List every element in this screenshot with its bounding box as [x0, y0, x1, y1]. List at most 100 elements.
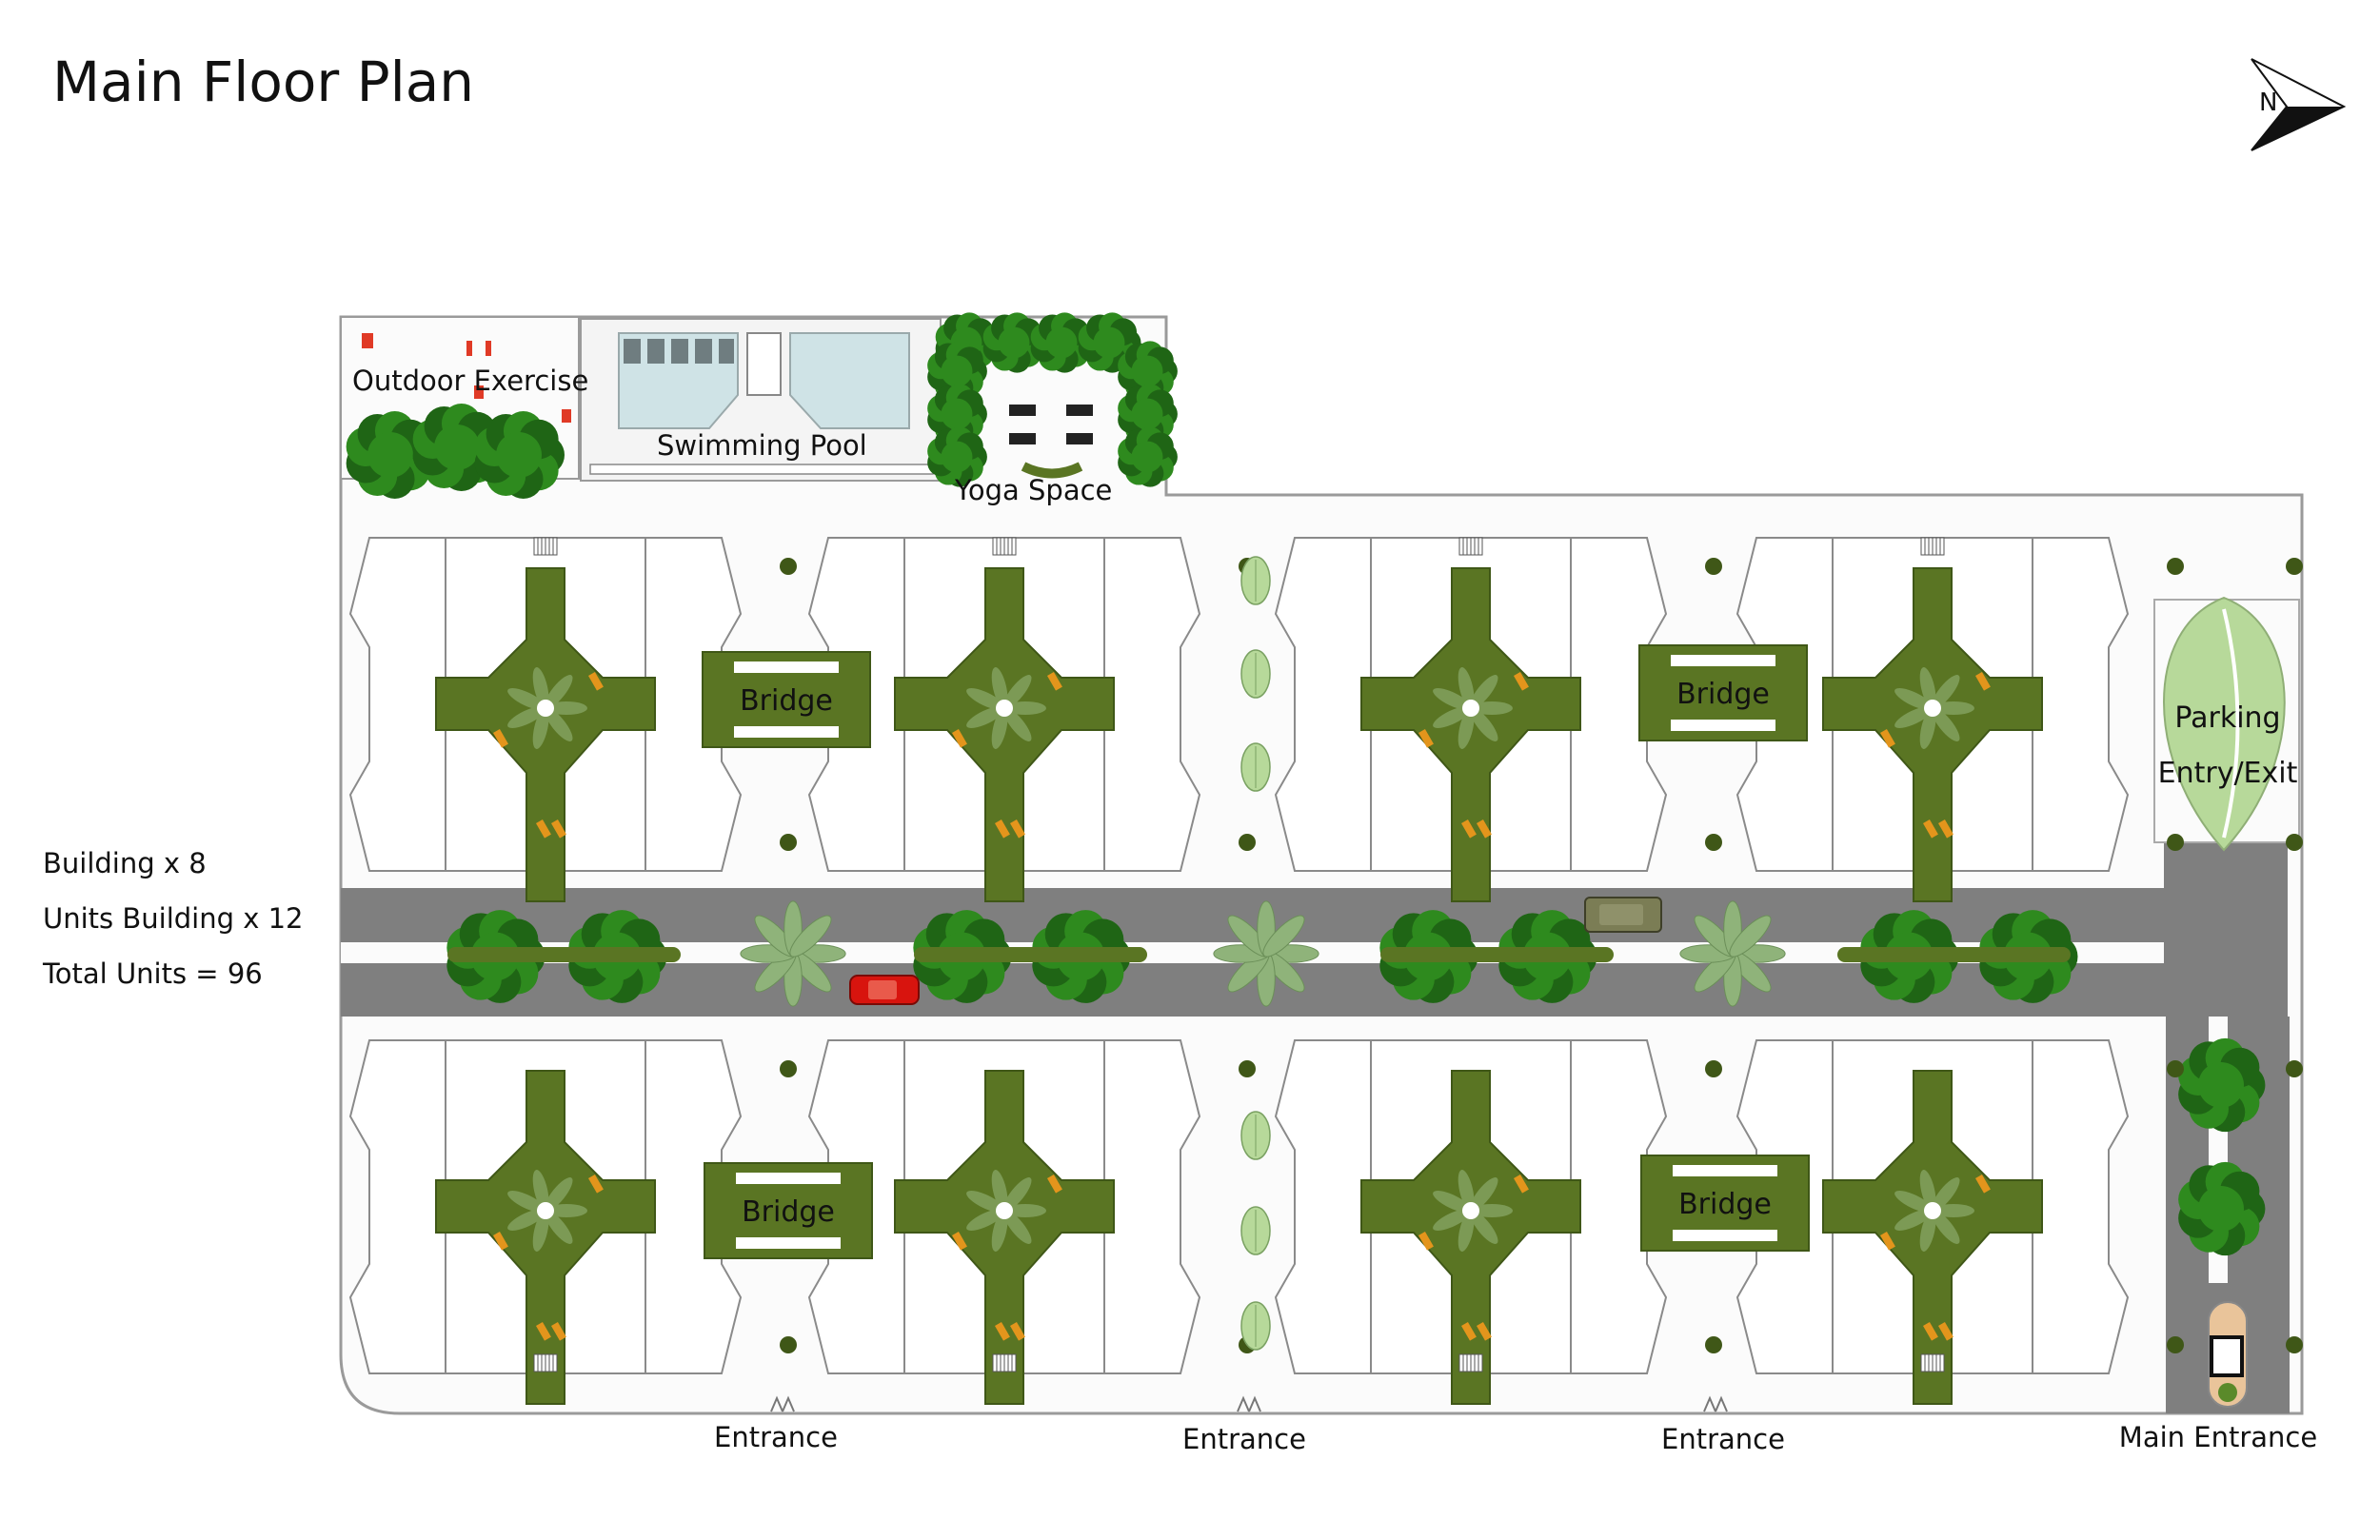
stair-icon [1920, 537, 1945, 556]
bench-icon [1477, 1322, 1492, 1341]
palm-leaf [1931, 675, 1960, 709]
bench-icon [1975, 671, 1991, 691]
leaf-planter-icon [1240, 1206, 1271, 1255]
outdoor-exercise-label: Outdoor Exercise [352, 365, 588, 397]
apartment-building [1274, 1039, 1841, 1405]
palm-leaf [1471, 1204, 1513, 1217]
parking-connector-road [2164, 842, 2288, 1017]
parking-entry-exit [2153, 596, 2300, 852]
palm-leaf [507, 706, 546, 728]
leaf-planter-icon [1240, 556, 1271, 605]
palm-leaf [1433, 706, 1472, 728]
apartment-building [1735, 537, 2303, 902]
shrub-icon [2286, 1060, 2303, 1077]
palm-leaf [991, 667, 1008, 709]
shrub-icon [2286, 558, 2303, 575]
stat-total-units: Total Units = 96 [43, 958, 263, 990]
bench-icon [535, 1322, 551, 1341]
palm-leaf [1919, 1170, 1936, 1212]
tree-icon [474, 410, 565, 500]
bridge: Bridge [702, 651, 871, 748]
shrub-icon [780, 1336, 797, 1353]
palm-leaf [991, 1210, 1008, 1252]
palm-leaf [991, 1170, 1008, 1212]
palm-center [1924, 1202, 1941, 1219]
palm-leaf [1469, 675, 1498, 709]
leaf-planter-icon [1240, 742, 1271, 792]
bridge: Bridge [1640, 1155, 1810, 1252]
bench-icon [587, 1175, 604, 1194]
north-arrow-icon: N [2251, 58, 2347, 151]
bench-icon [588, 672, 604, 691]
stair-icon [992, 537, 1017, 556]
stair-icon [992, 1353, 1017, 1372]
leaf-planter-icon [1240, 649, 1271, 699]
bench-icon [1010, 819, 1025, 839]
palm-leaf [1433, 1209, 1472, 1231]
shrub-icon [2167, 558, 2184, 575]
bench-icon [1047, 672, 1062, 691]
palm-leaf [1458, 707, 1475, 749]
apartment-building [1735, 1039, 2303, 1405]
palm-leaf [507, 688, 546, 710]
palm-leaf [1894, 688, 1934, 710]
yoga-mat [1009, 433, 1036, 444]
bench-icon [1047, 1175, 1062, 1194]
palm-leaf [532, 707, 549, 749]
palm-leaf [966, 1191, 1005, 1213]
bench-icon [995, 1322, 1010, 1341]
entrance-label-2: Entrance [1182, 1423, 1306, 1455]
bench-icon [1923, 819, 1938, 839]
entrance-gates [770, 1395, 1728, 1412]
entrance-label-1: Entrance [714, 1421, 838, 1453]
tree-clusters [346, 312, 2266, 1256]
palm-center [996, 700, 1013, 717]
palm-leaf [966, 1209, 1005, 1231]
shrub-icon [1705, 1060, 1722, 1077]
leaf-planter-icon [1240, 1111, 1271, 1160]
palm-leaf [544, 1210, 573, 1244]
bridge-label: Bridge [1678, 1188, 1772, 1221]
tree-icon [913, 910, 1012, 1003]
bench-icon [551, 1322, 566, 1341]
stat-units-per-building: Units Building x 12 [43, 902, 304, 935]
yoga-space-label: Yoga Space [954, 474, 1112, 506]
palm-leaf [1458, 667, 1475, 709]
landscape-decor [447, 405, 2071, 1351]
shrub-icon [1705, 834, 1722, 851]
palm-leaf [507, 1209, 546, 1231]
tree-icon [927, 426, 987, 487]
palm-leaf [1933, 701, 1974, 715]
palm-leaf [1931, 707, 1960, 741]
olive-car-icon [1584, 897, 1662, 933]
palm-leaf [545, 1204, 587, 1217]
bench-icon [492, 1232, 508, 1251]
shrub-icon [780, 834, 797, 851]
palm-leaf [544, 675, 573, 709]
palm-tree-icon [740, 900, 846, 1007]
palm-leaf [1004, 1204, 1046, 1217]
bench-icon [1418, 729, 1434, 748]
stair-icon [533, 537, 558, 556]
tree-icon [1030, 312, 1094, 373]
shrub-icon [2286, 1336, 2303, 1353]
pool-edge-step [589, 464, 934, 475]
bench-icon [1938, 1322, 1954, 1341]
palm-center [1924, 700, 1941, 717]
palm-tree-icon [1679, 900, 1786, 1007]
palm-center [996, 1202, 1013, 1219]
palm-leaf [1469, 1210, 1498, 1244]
palm-leaf [966, 706, 1005, 728]
palm-leaf [1894, 1191, 1934, 1213]
parking-label-line2: Entry/Exit [2158, 757, 2298, 790]
guard-booth [2208, 1301, 2248, 1408]
palm-leaf [1469, 1177, 1498, 1212]
amenity-zone [340, 316, 942, 482]
yoga-planter [1021, 462, 1083, 479]
palm-leaf [1004, 701, 1046, 715]
shrub-icon [780, 558, 797, 575]
bridge-label: Bridge [742, 1195, 835, 1229]
bench-icon [1010, 1322, 1025, 1341]
shrub-icon [2167, 834, 2184, 851]
stair-icon [1458, 537, 1483, 556]
